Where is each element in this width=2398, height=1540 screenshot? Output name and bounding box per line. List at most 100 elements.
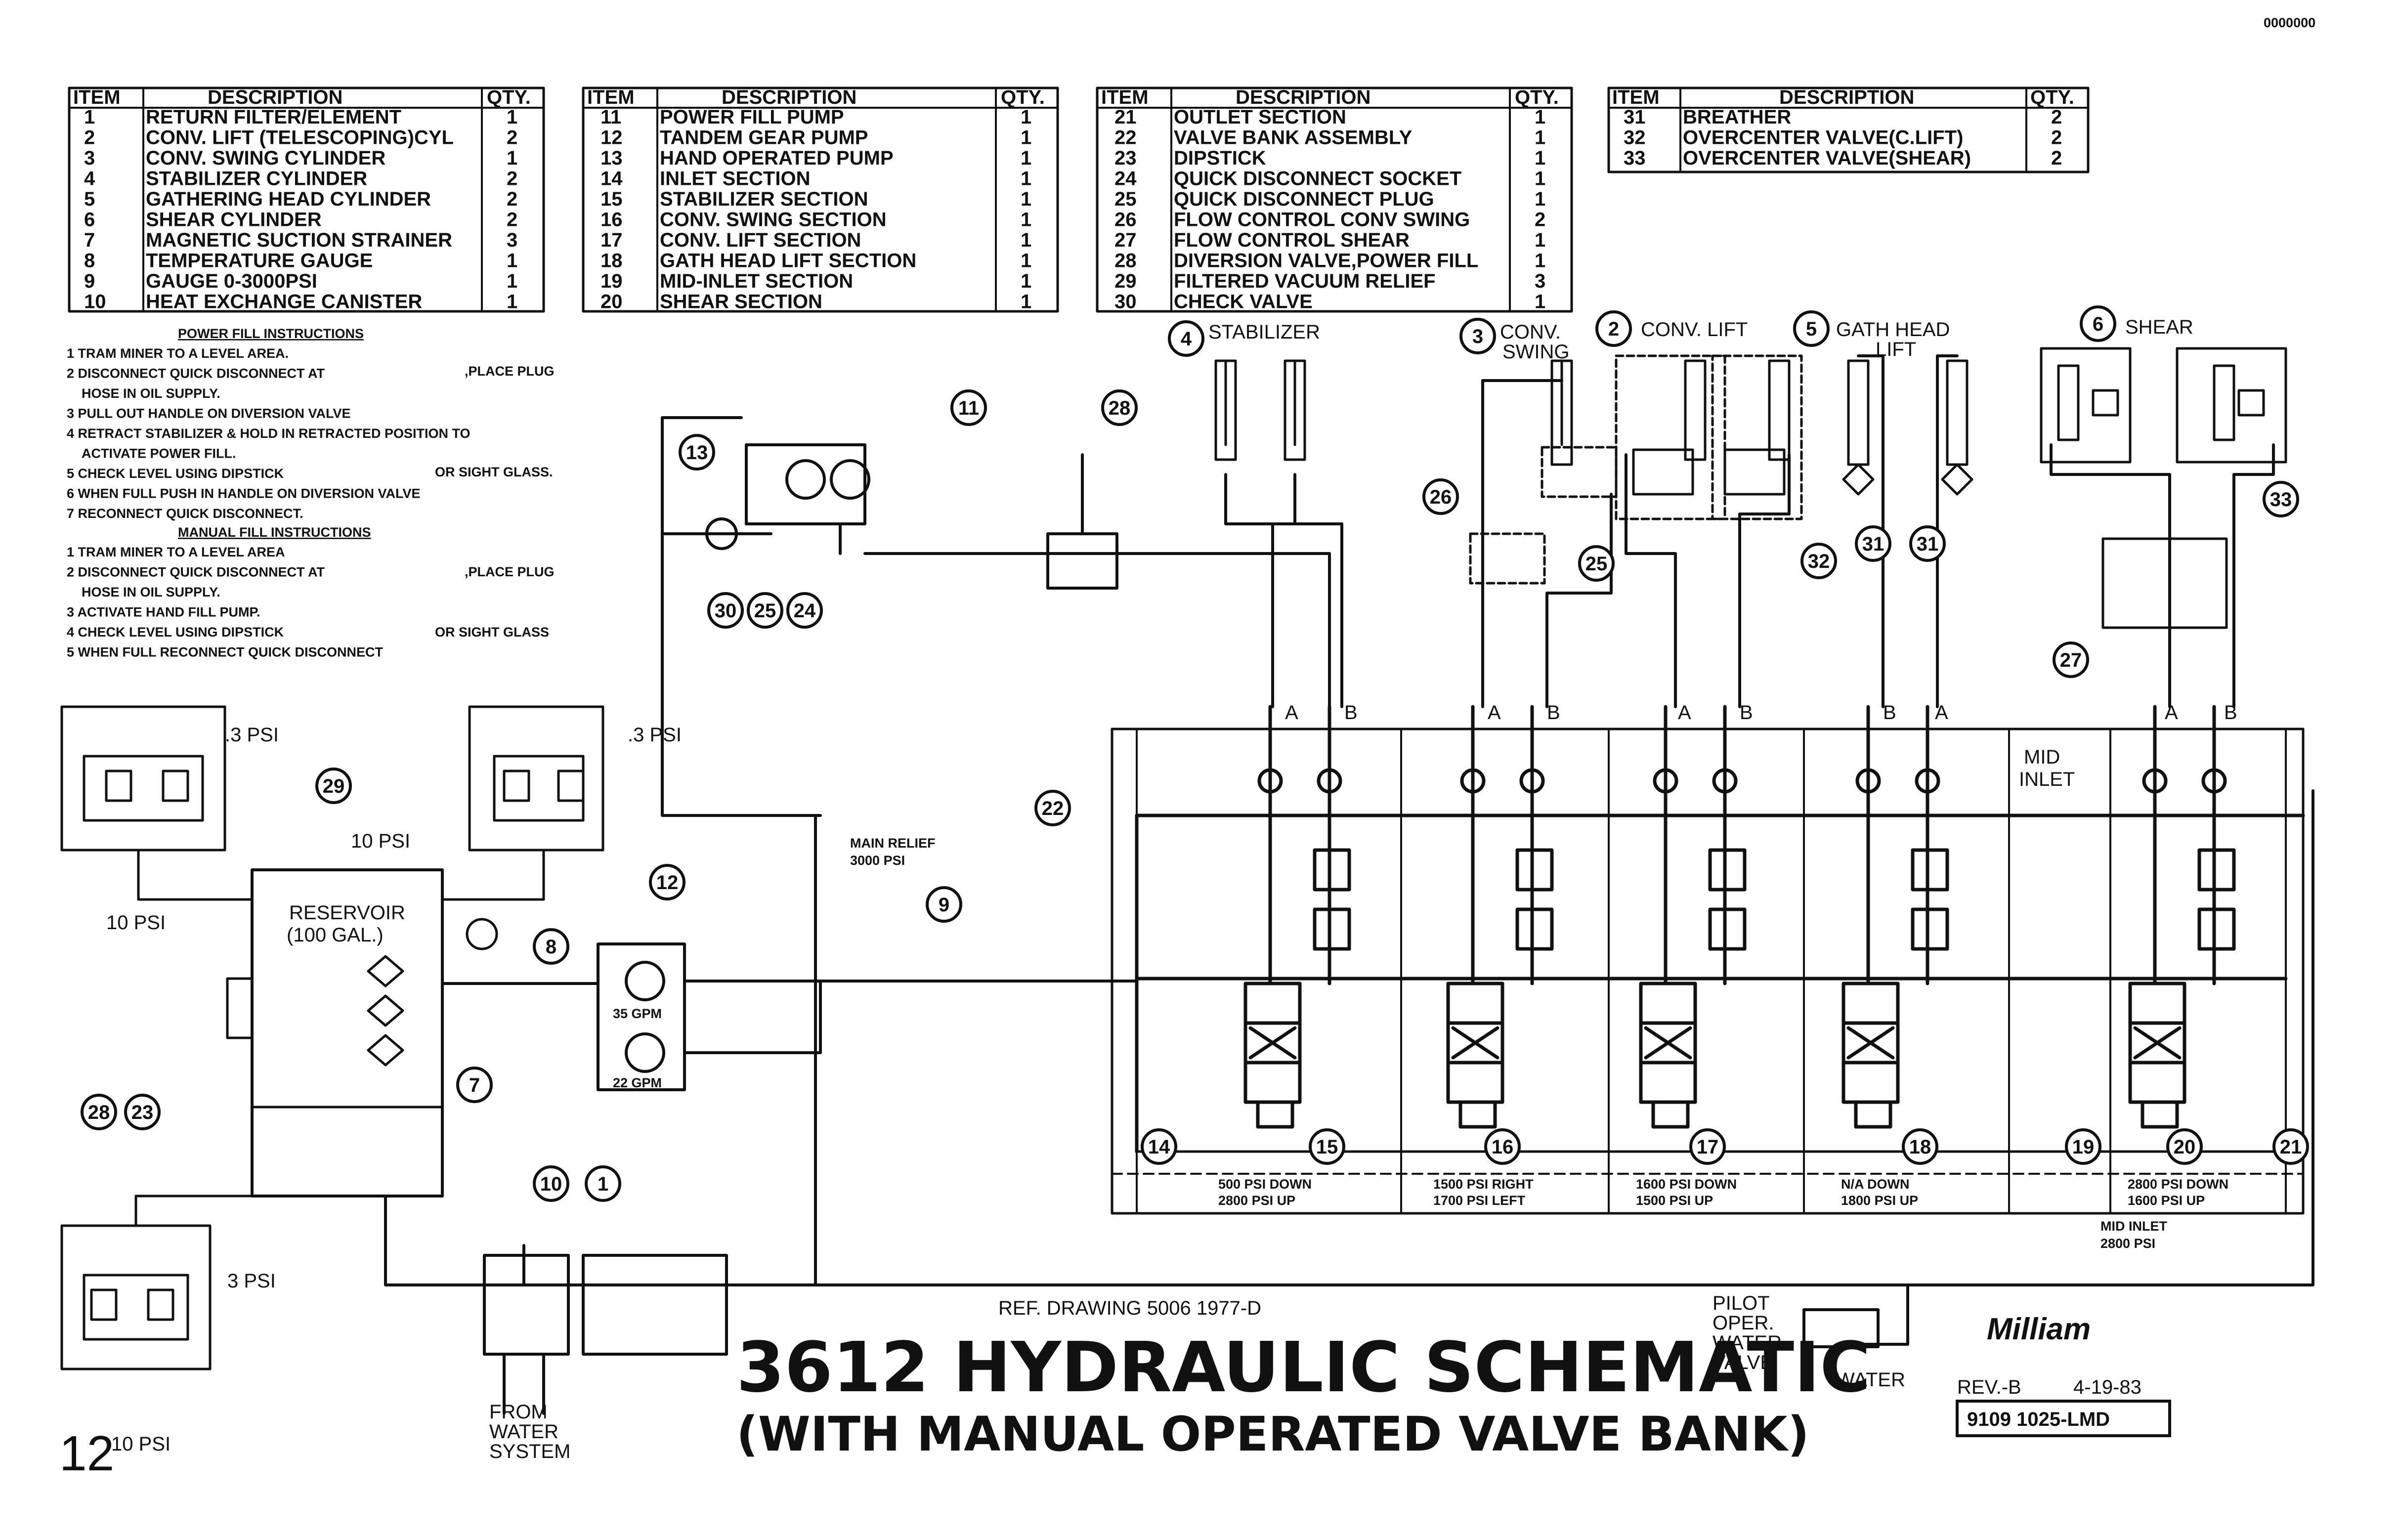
item-balloon-31: 31 <box>1855 525 1891 562</box>
table-3-row-3-qty: 1 <box>1535 147 1545 169</box>
parts-table-1 <box>68 86 545 313</box>
vacuum-bottom-3psi: 3 PSI <box>227 1270 276 1292</box>
table-3-row-8-desc: DIVERSION VALVE,POWER FILL <box>1174 250 1478 272</box>
balloon-circle <box>1800 543 1837 579</box>
table-3-row-5-desc: QUICK DISCONNECT PLUG <box>1174 188 1434 210</box>
balloon-number: 5 <box>1806 318 1817 340</box>
power-fill-instructions: 1 TRAM MINER TO A LEVEL AREA.2 DISCONNEC… <box>67 346 471 521</box>
drawing-number-box <box>1956 1400 2171 1437</box>
balloon-circle <box>679 434 715 471</box>
table-4-header-qty: QTY. <box>2030 86 2074 108</box>
table-3-row-9-desc: FILTERED VACUUM RELIEF <box>1174 270 1436 292</box>
manual_fill-line-3: HOSE IN OIL SUPPLY. <box>82 585 220 599</box>
table-3-row-3-desc: DIPSTICK <box>1174 147 1266 169</box>
balloon-circle <box>1595 310 1632 347</box>
balloon-circle <box>649 864 685 900</box>
balloon-number: 32 <box>1808 551 1830 572</box>
table-1-row-2-qty: 2 <box>507 127 517 149</box>
table-3-row-4-qty: 1 <box>1535 168 1545 190</box>
balloon-number: 17 <box>1697 1136 1719 1158</box>
table-1-row-1-qty: 1 <box>507 106 517 128</box>
table-1-row-6-qty: 2 <box>507 209 517 231</box>
mid-inlet-note-2: 2800 PSI <box>2100 1236 2155 1251</box>
table-2-row-5-desc: STABILIZER SECTION <box>660 188 868 210</box>
table-2-row-8-desc: GATH HEAD LIFT SECTION <box>660 250 916 272</box>
item-balloon-30: 30 <box>707 592 744 629</box>
balloon-circle <box>2080 305 2116 342</box>
table-1-row-4-desc: STABILIZER CYLINDER <box>146 168 367 190</box>
vacuum-left-10psi: 10 PSI <box>106 912 166 934</box>
item-balloon-15: 15 <box>1309 1128 1345 1165</box>
balloon-circle <box>2166 1128 2203 1165</box>
balloon-number: 28 <box>1109 397 1131 419</box>
balloon-number: 14 <box>1148 1136 1170 1158</box>
table-3-row-8-item: 28 <box>1114 250 1137 272</box>
table-1-row-5-item: 5 <box>84 188 95 210</box>
balloon-number: 22 <box>1042 798 1064 819</box>
item-balloon-10: 10 <box>533 1165 569 1202</box>
table-3-row-3-item: 23 <box>1114 147 1137 169</box>
water-outlet-label: WATER <box>1836 1369 1905 1391</box>
table-1-row-2-item: 2 <box>84 127 95 149</box>
valve-section-2-symbols <box>1446 705 1554 1129</box>
table-1-row-7-qty: 3 <box>507 229 517 251</box>
balloon-circle <box>1855 525 1891 562</box>
table-1-row-4-qty: 2 <box>507 168 517 190</box>
port-label-1: A <box>1285 702 1298 724</box>
manual_fill-line-5: 4 CHECK LEVEL USING DIPSTICK <box>67 625 284 640</box>
vacuum-bottom-10psi: 10 PSI <box>111 1433 171 1455</box>
item-balloon-32: 32 <box>1800 543 1837 579</box>
table-1-row-10-qty: 1 <box>507 291 517 313</box>
item-balloon-16: 16 <box>1484 1128 1521 1165</box>
port-relief <box>1911 848 1949 892</box>
table-3-row-9-item: 29 <box>1114 270 1137 292</box>
item-balloon-8: 8 <box>533 928 569 965</box>
drawing-title: 3612 HYDRAULIC SCHEMATIC <box>736 1327 1871 1408</box>
pilot-valve-2: OPER. <box>1713 1312 1774 1334</box>
table-1-row-7-desc: MAGNETIC SUCTION STRAINER <box>146 229 452 251</box>
table-2-row-2-qty: 1 <box>1021 127 1031 149</box>
table-3-row-6-desc: FLOW CONTROL CONV SWING <box>1174 209 1470 231</box>
table-4-row-1-desc: BREATHER <box>1683 106 1791 128</box>
main-relief-label-2: 3000 PSI <box>850 853 905 868</box>
table-3-row-10-item: 30 <box>1114 291 1137 313</box>
table-3-row-9-qty: 3 <box>1535 270 1545 292</box>
port-relief <box>1313 848 1351 892</box>
port-label-8: A <box>1935 702 1948 724</box>
balloon-circle <box>1909 525 1946 562</box>
item-balloon-28: 28 <box>81 1094 117 1130</box>
main-relief-label-1: MAIN RELIEF <box>850 836 936 851</box>
spool-handle <box>2141 1100 2179 1129</box>
port-relief <box>2197 848 2236 892</box>
item-balloon-18: 18 <box>1902 1128 1938 1165</box>
port-label-6: B <box>1740 702 1753 724</box>
item-balloon-26: 26 <box>1422 478 1459 515</box>
table-4-row-3-desc: OVERCENTER VALVE(SHEAR) <box>1683 147 1971 169</box>
from-water-1: FROM <box>489 1401 548 1423</box>
reservoir <box>226 868 498 1198</box>
item-balloon-24: 24 <box>786 592 823 629</box>
power_fill-line-4: 3 PULL OUT HANDLE ON DIVERSION VALVE <box>67 406 351 421</box>
table-2-header-item: ITEM <box>587 86 635 108</box>
stabilizer-label: STABILIZER <box>1208 321 1320 343</box>
balloon-circle <box>1689 1128 1726 1165</box>
balloon-number: 6 <box>2093 313 2103 335</box>
table-3-row-6-qty: 2 <box>1535 209 1545 231</box>
section-note-2-line-1: 1500 PSI RIGHT <box>1433 1177 1534 1192</box>
table-2-row-9-qty: 1 <box>1021 270 1031 292</box>
table-2-row-9-item: 19 <box>600 270 623 292</box>
power_fill-line-2: 2 DISCONNECT QUICK DISCONNECT AT <box>67 366 325 381</box>
table-2-row-6-item: 16 <box>600 209 623 231</box>
balloon-number: 27 <box>2060 649 2082 671</box>
balloon-circle <box>81 1094 117 1130</box>
spool-cross <box>1644 1026 1692 1060</box>
balloon-number: 31 <box>1917 533 1939 555</box>
section-note-5-line-2: 1600 PSI UP <box>2128 1193 2205 1208</box>
reference-drawing: REF. DRAWING 5006 1977-D <box>998 1297 1261 1319</box>
table-3-row-10-qty: 1 <box>1535 291 1545 313</box>
balloon-circle <box>926 886 962 923</box>
balloon-circle <box>1484 1128 1521 1165</box>
section-note-5-line-1: 2800 PSI DOWN <box>2128 1177 2228 1192</box>
